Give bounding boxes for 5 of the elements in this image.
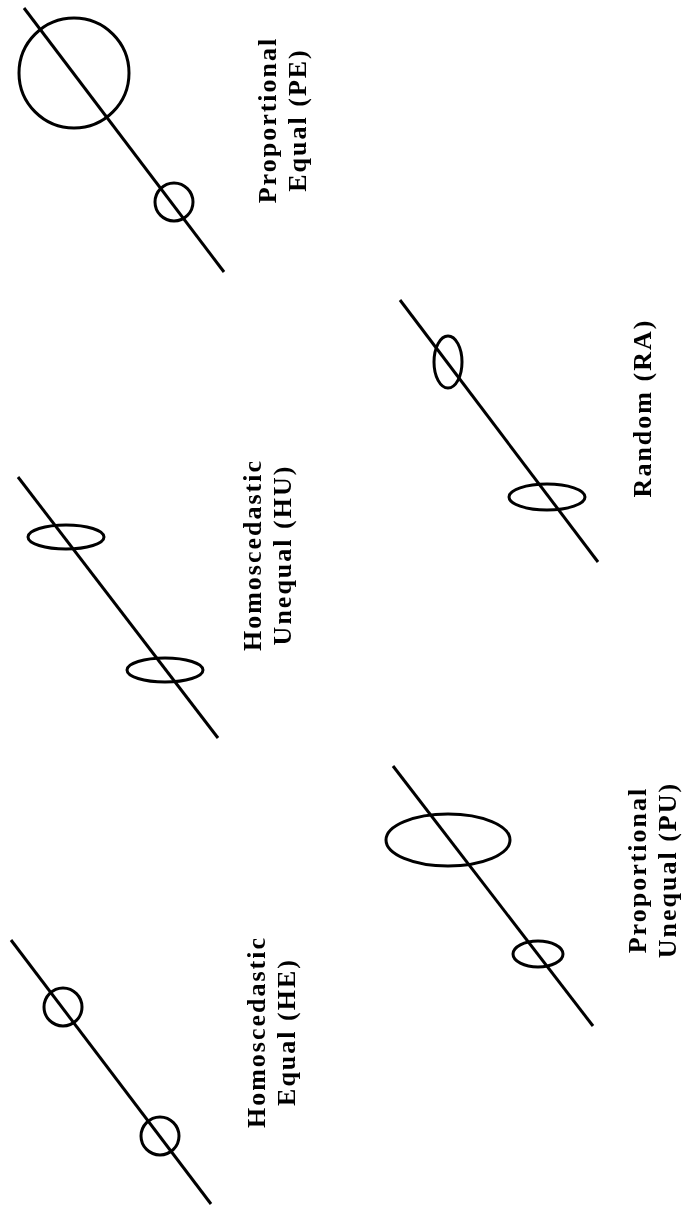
panel-label: Proportional Unequal (PU) bbox=[623, 780, 683, 961]
panel-label: Homoscedastic Equal (HE) bbox=[242, 934, 302, 1131]
panel-label: Random (RA) bbox=[628, 317, 658, 500]
panel-label: Proportional Equal (PE) bbox=[253, 35, 313, 206]
panel-label: Homoscedastic Unequal (HU) bbox=[238, 457, 298, 654]
